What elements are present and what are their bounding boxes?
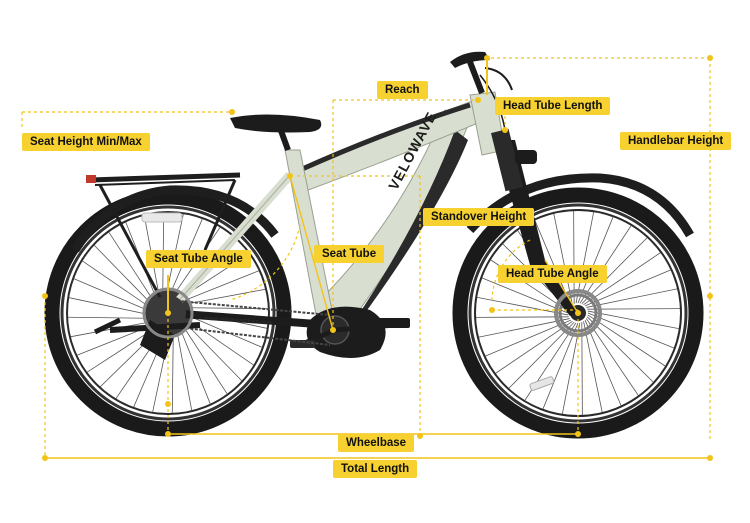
wheel-spoke: [73, 278, 155, 314]
wheel-spoke: [586, 288, 678, 308]
wheel-spoke: [581, 237, 648, 305]
wheel-spoke: [587, 312, 674, 349]
wheel-spoke: [485, 319, 572, 357]
rear-fender: [71, 185, 279, 253]
wheel-spoke: [587, 314, 666, 367]
wheel-spoke: [94, 245, 156, 308]
wheel-spoke: [583, 252, 661, 306]
label-head-tube-angle: Head Tube Angle: [498, 265, 607, 283]
label-handlebar-height: Handlebar Height: [620, 132, 732, 150]
label-seat-height: Seat Height Min/Max: [22, 133, 150, 151]
label-wheelbase: Wheelbase: [338, 434, 415, 452]
saddle: [230, 114, 322, 152]
wheel-spoke: [584, 319, 622, 406]
wheel-spoke: [175, 324, 193, 411]
wheel-spoke: [575, 212, 595, 304]
wheel-spoke: [577, 217, 614, 304]
wheel-spoke: [584, 269, 671, 307]
wheel-spoke: [579, 225, 632, 304]
front-disc-rotor: [554, 289, 602, 337]
wheel-spoke: [587, 310, 679, 330]
label-standover-height: Standover Height: [423, 208, 535, 226]
wheel-spoke: [478, 318, 570, 338]
wheel-spoke: [573, 211, 575, 304]
wheel-spoke: [476, 316, 569, 318]
wheel-spoke: [585, 318, 639, 396]
measurement-overlay: [21, 57, 711, 460]
wheel-spoke: [482, 277, 569, 314]
front-reflector: [529, 376, 555, 391]
wheel-spoke: [583, 321, 603, 413]
wheel-spoke: [177, 322, 211, 404]
wheel-spoke: [586, 316, 654, 383]
wheel-spoke: [477, 296, 569, 316]
chain: [167, 299, 331, 346]
label-head-tube-length: Head Tube Length: [495, 97, 611, 115]
wheel-spoke: [508, 321, 575, 389]
label-seat-tube: Seat Tube: [314, 245, 385, 263]
wheel-spoke: [553, 213, 573, 305]
kickstand: [109, 322, 201, 333]
wheel-spoke: [69, 297, 155, 317]
front-fender: [466, 173, 694, 238]
label-total-length: Total Length: [333, 460, 418, 478]
wheel-spoke: [82, 260, 155, 311]
label-seat-tube-angle: Seat Tube Angle: [146, 250, 251, 268]
wheel-spoke: [587, 308, 680, 310]
wheel-spoke: [179, 320, 228, 394]
wheel-spoke: [495, 320, 573, 374]
measurement-points: [42, 55, 713, 461]
bike-frame: [164, 91, 578, 359]
wheel-spoke: [542, 322, 579, 409]
wheel-spoke: [177, 270, 259, 304]
wheel-spoke: [581, 322, 583, 415]
label-reach: Reach: [377, 81, 428, 99]
wheel-spoke: [68, 316, 156, 319]
wheel-spoke: [561, 322, 581, 414]
wheel-spoke: [108, 232, 157, 306]
wheel-spoke: [171, 325, 174, 413]
rear-reflector: [141, 212, 183, 223]
